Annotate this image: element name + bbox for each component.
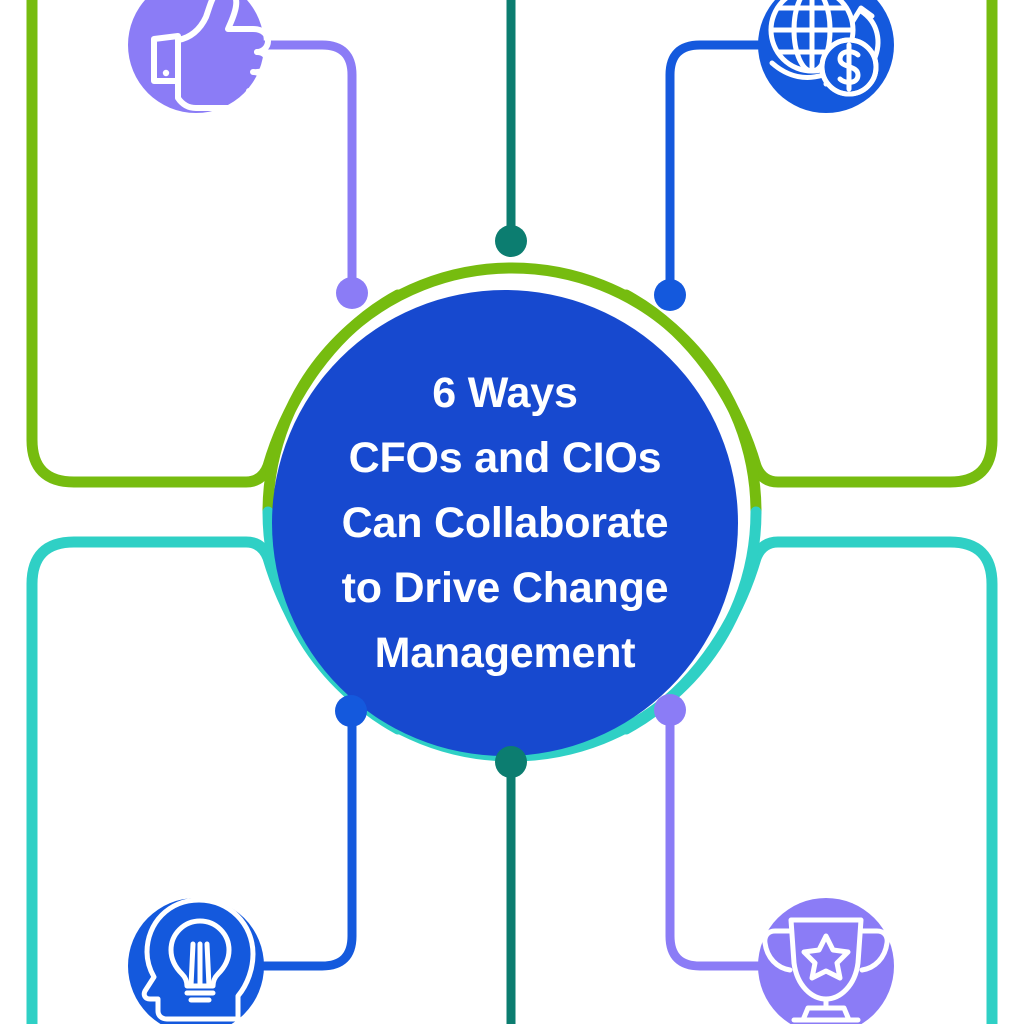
thumbs-up-icon: [151, 0, 271, 111]
trophy-star-icon: [762, 917, 890, 1023]
connector-idea: [243, 706, 357, 971]
node-global-finance[interactable]: [758, 0, 894, 113]
head-lightbulb-badge: [128, 898, 264, 1024]
dot-thumbs-up: [336, 277, 368, 309]
node-trophy[interactable]: [758, 898, 894, 1024]
dot-trophy: [654, 694, 686, 726]
thumbs-up-badge: [128, 0, 264, 113]
node-thumbs-up[interactable]: [128, 0, 271, 113]
node-idea[interactable]: [128, 897, 264, 1024]
hub-circle: [272, 290, 738, 756]
head-lightbulb-icon: [141, 897, 256, 1022]
connector-trophy: [665, 705, 781, 971]
dot-top-center: [495, 225, 527, 257]
connector-thumbs-up: [243, 40, 357, 298]
dot-bottom-center: [495, 746, 527, 778]
globe-dollar-icon: [768, 0, 881, 97]
hub-top-arc: [262, 262, 762, 518]
dot-global-finance: [654, 279, 686, 311]
connector-global-finance: [665, 40, 781, 300]
dot-idea: [335, 695, 367, 727]
